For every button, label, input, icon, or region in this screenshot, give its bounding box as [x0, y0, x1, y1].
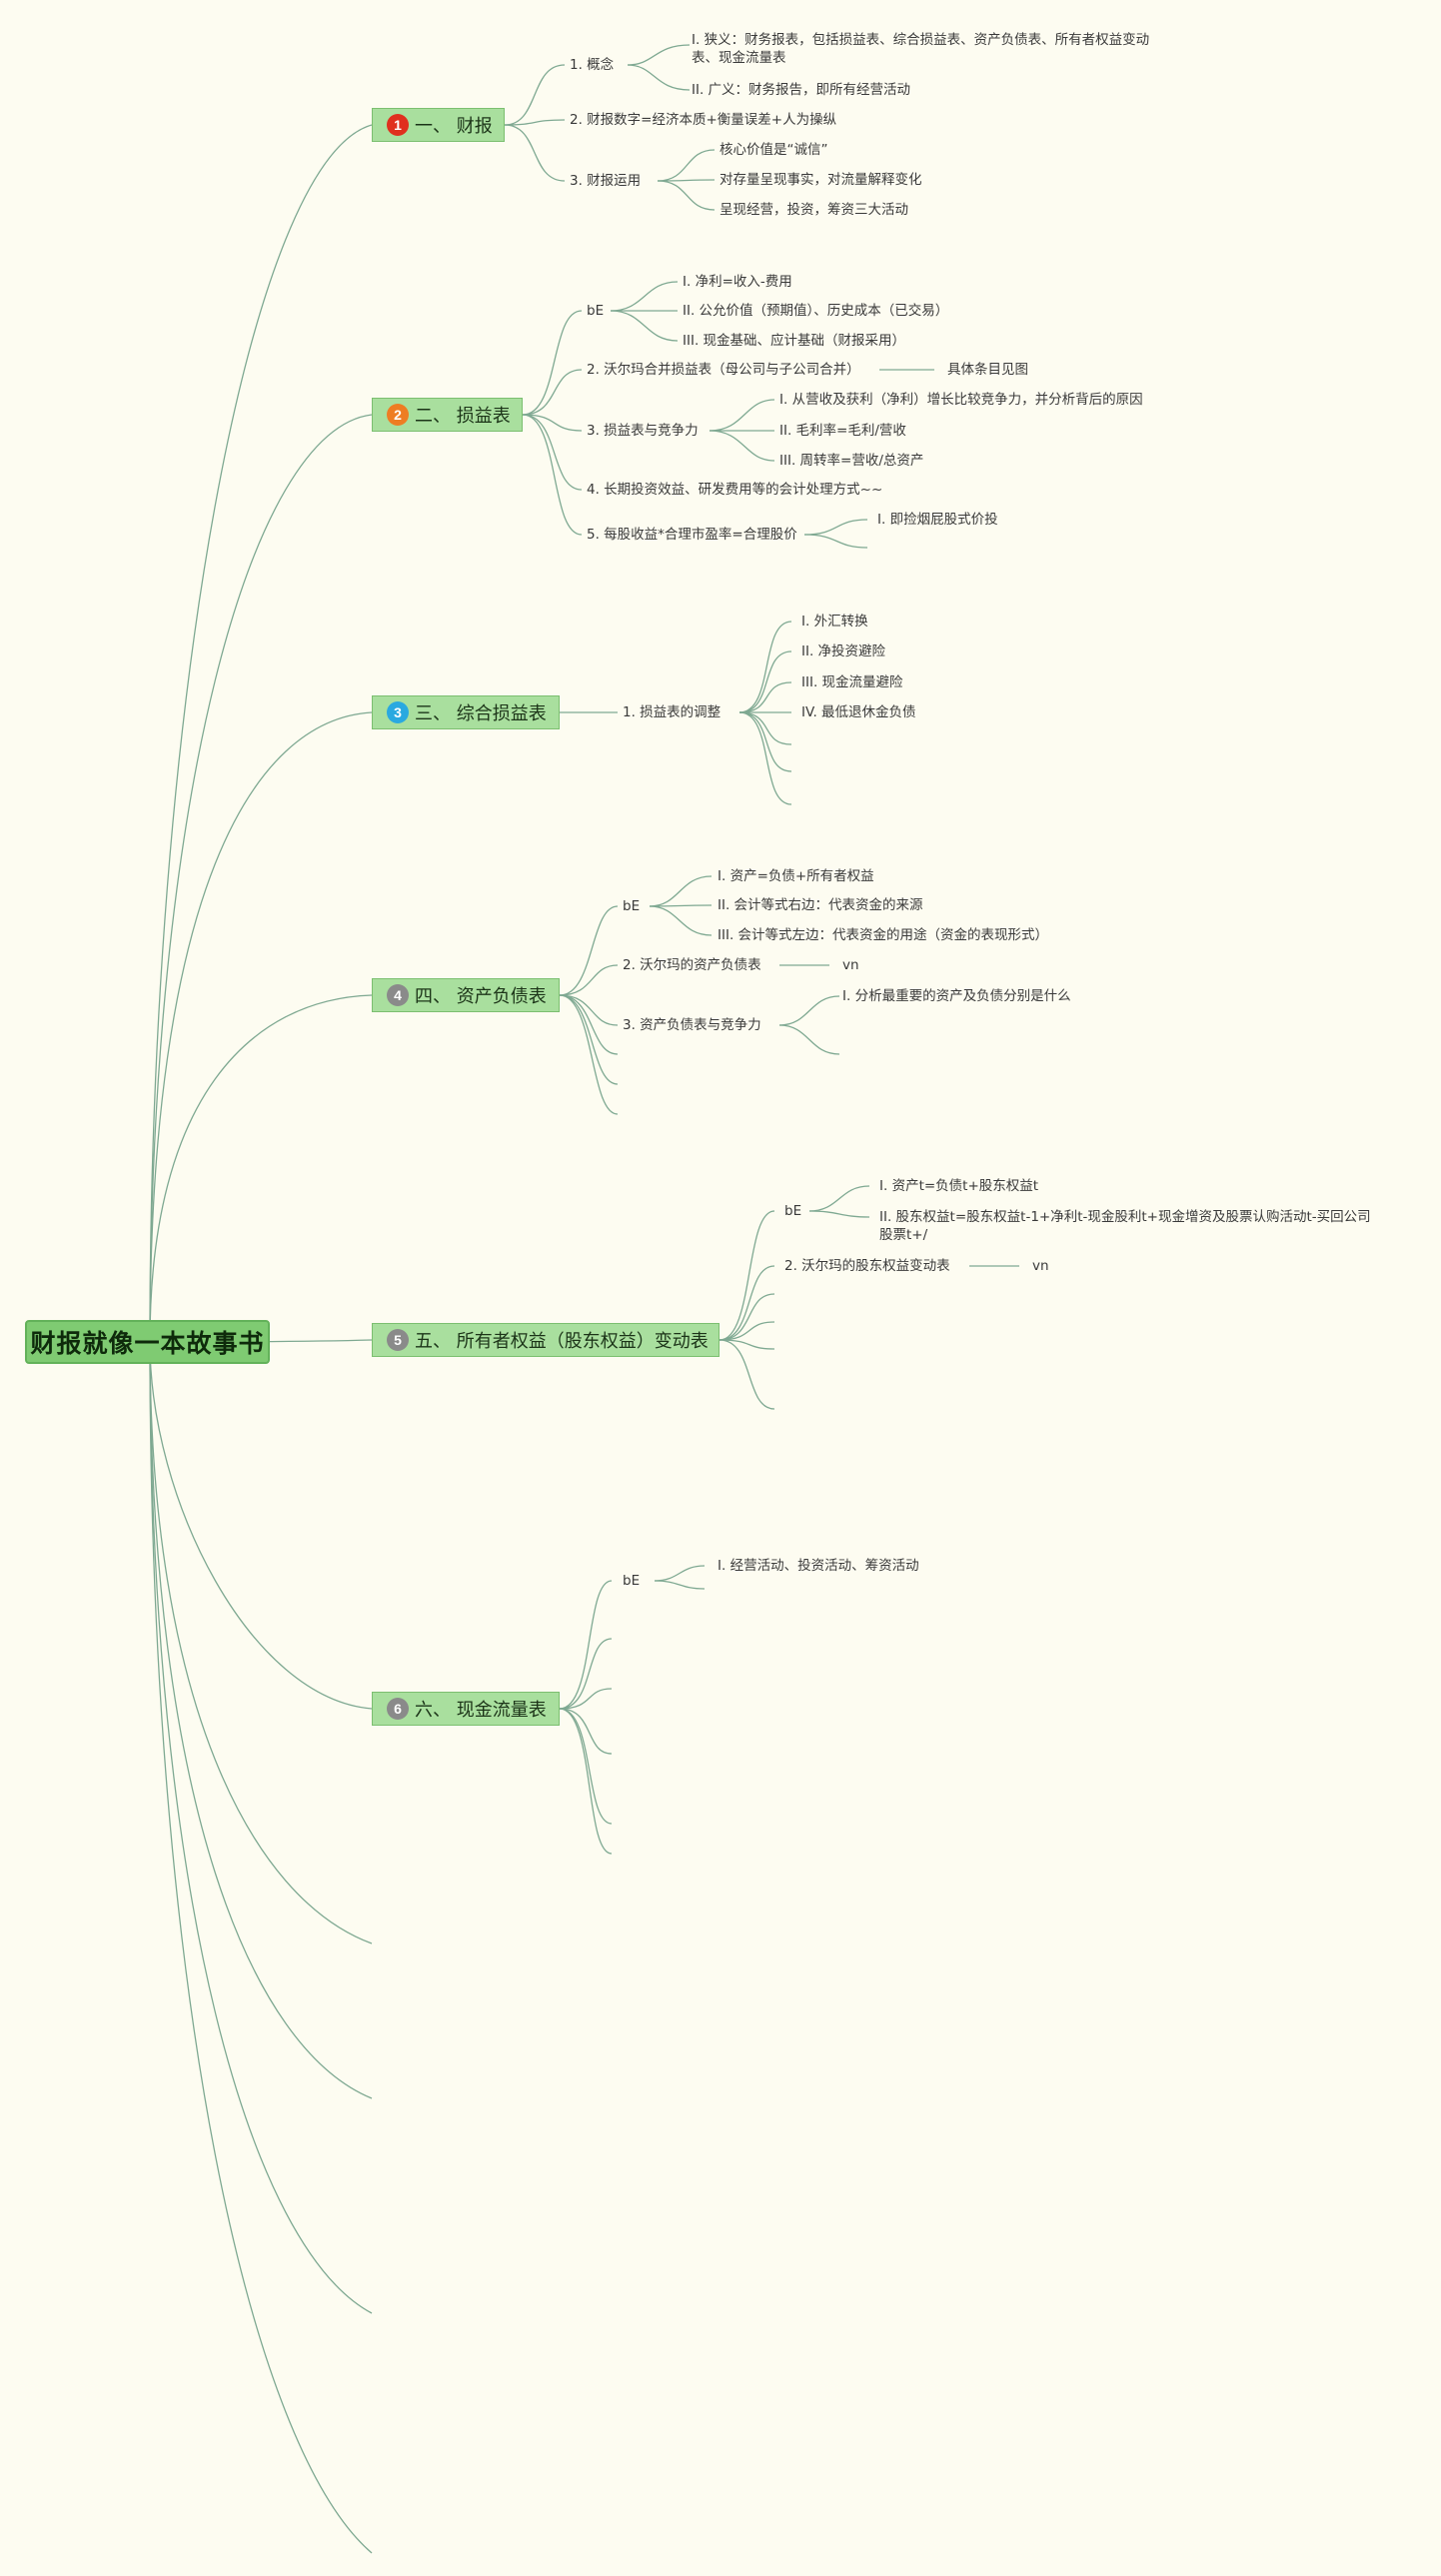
- s2-be-1[interactable]: I. 净利=收入-费用: [683, 274, 792, 290]
- s2-comp-1[interactable]: I. 从营收及获利（净利）增长比较竞争力，并分析背后的原因: [779, 392, 1143, 408]
- number-3-badge-icon: 3: [387, 701, 409, 723]
- s4-walmart[interactable]: 2. 沃尔玛的资产负债表: [623, 957, 761, 973]
- s2-comp-3[interactable]: III. 周转率=营收/总资产: [779, 453, 924, 469]
- s2-eps-1[interactable]: I. 即捡烟屁股式价投: [877, 512, 998, 528]
- number-1-badge-icon: 1: [387, 114, 409, 136]
- s1-concept-broad[interactable]: II. 广义：财务报告，即所有经营活动: [692, 82, 911, 98]
- s2-be-3[interactable]: III. 现金基础、应计基础（财报采用）: [683, 333, 906, 349]
- s1-concept-narrow[interactable]: I. 狭义：财务报表，包括损益表、综合损益表、资产负债表、所有者权益变动表、现金…: [692, 32, 1150, 66]
- s5-be[interactable]: bE: [784, 1203, 802, 1219]
- s4-be-1[interactable]: I. 资产=负债+所有者权益: [718, 868, 874, 884]
- s6-be[interactable]: bE: [623, 1573, 641, 1589]
- s5-walmart-note[interactable]: vn: [1032, 1258, 1049, 1274]
- s1-use-2[interactable]: 对存量呈现事实，对流量解释变化: [720, 172, 922, 188]
- s3-adjust-3[interactable]: III. 现金流量避险: [801, 674, 903, 690]
- s1-use-1[interactable]: 核心价值是“诚信”: [720, 142, 828, 158]
- section-5-node[interactable]: 5 五、 所有者权益（股东权益）变动表: [372, 1323, 720, 1357]
- section-6-node[interactable]: 6 六、 现金流量表: [372, 1692, 560, 1726]
- s2-longterm[interactable]: 4. 长期投资效益、研发费用等的会计处理方式~~: [587, 482, 883, 498]
- s2-comp[interactable]: 3. 损益表与竞争力: [587, 423, 699, 439]
- s3-adjust-2[interactable]: II. 净投资避险: [801, 644, 886, 659]
- s2-walmart-note[interactable]: 具体条目见图: [947, 362, 1028, 378]
- root-node[interactable]: 财报就像一本故事书: [25, 1320, 270, 1364]
- s2-be-2[interactable]: II. 公允价值（预期值）、历史成本（已交易）: [683, 303, 949, 319]
- section-3-node[interactable]: 3 三、 综合损益表: [372, 695, 560, 729]
- s4-be-2[interactable]: II. 会计等式右边：代表资金的来源: [718, 897, 923, 913]
- s2-eps[interactable]: 5. 每股收益*合理市盈率=合理股价: [587, 527, 797, 543]
- s3-adjust-1[interactable]: I. 外汇转换: [801, 614, 868, 630]
- number-5-badge-icon: 5: [387, 1329, 409, 1351]
- s1-concept[interactable]: 1. 概念: [570, 57, 615, 73]
- s1-numbers[interactable]: 2. 财报数字=经济本质+衡量误差+人为操纵: [570, 112, 837, 128]
- s1-use-3[interactable]: 呈现经营，投资，筹资三大活动: [720, 202, 908, 218]
- s4-comp-1[interactable]: I. 分析最重要的资产及负债分别是什么: [842, 988, 1071, 1004]
- number-6-badge-icon: 6: [387, 1698, 409, 1720]
- section-4-label: 四、 资产负债表: [415, 986, 547, 1007]
- s2-comp-2[interactable]: II. 毛利率=毛利/营收: [779, 423, 906, 439]
- s5-walmart[interactable]: 2. 沃尔玛的股东权益变动表: [784, 1258, 950, 1274]
- s6-be-1[interactable]: I. 经营活动、投资活动、筹资活动: [718, 1558, 919, 1574]
- section-2-label: 二、 损益表: [415, 406, 511, 427]
- s5-be-1[interactable]: I. 资产t=负债t+股东权益t: [879, 1178, 1039, 1194]
- s4-be-3[interactable]: III. 会计等式左边：代表资金的用途（资金的表现形式）: [718, 927, 1049, 943]
- s1-use[interactable]: 3. 财报运用: [570, 173, 642, 189]
- s3-adjust-4[interactable]: IV. 最低退休金负债: [801, 704, 916, 720]
- s4-walmart-note[interactable]: vn: [842, 957, 859, 973]
- s4-be[interactable]: bE: [623, 898, 641, 914]
- number-2-badge-icon: 2: [387, 404, 409, 426]
- s3-adjust[interactable]: 1. 损益表的调整: [623, 704, 721, 720]
- section-4-node[interactable]: 4 四、 资产负债表: [372, 978, 560, 1012]
- section-5-label: 五、 所有者权益（股东权益）变动表: [415, 1331, 709, 1352]
- s2-be[interactable]: bE: [587, 303, 605, 319]
- s4-comp[interactable]: 3. 资产负债表与竞争力: [623, 1017, 761, 1033]
- section-1-label: 一、 财报: [415, 116, 493, 137]
- section-6-label: 六、 现金流量表: [415, 1700, 547, 1721]
- section-1-node[interactable]: 1 一、 财报: [372, 108, 505, 142]
- s5-be-2[interactable]: II. 股东权益t=股东权益t-1+净利t-现金股利t+现金增资及股票认购活动t…: [879, 1209, 1371, 1243]
- s2-walmart[interactable]: 2. 沃尔玛合并损益表（母公司与子公司合并）: [587, 362, 860, 378]
- number-4-badge-icon: 4: [387, 984, 409, 1006]
- section-2-node[interactable]: 2 二、 损益表: [372, 398, 523, 432]
- section-3-label: 三、 综合损益表: [415, 703, 547, 724]
